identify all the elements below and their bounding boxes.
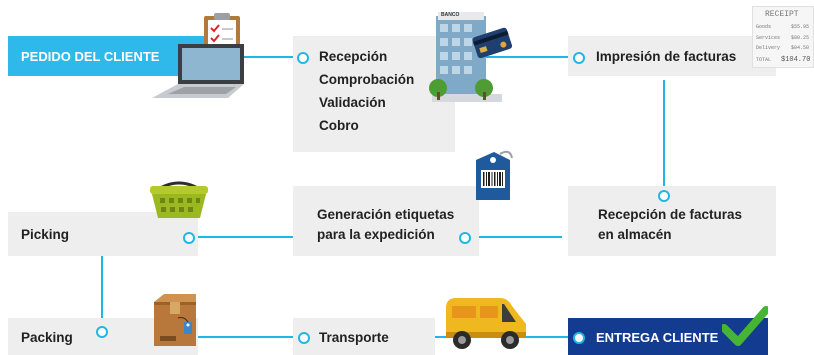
picking-box: Picking bbox=[8, 212, 198, 256]
receipt-total-value: $104.70 bbox=[781, 56, 811, 64]
delivery-van-icon bbox=[446, 298, 526, 349]
bank-building-icon bbox=[429, 12, 502, 102]
receipt-row-3-label: Delivery bbox=[756, 45, 781, 51]
recepcion-line-2: Comprobación bbox=[319, 72, 415, 87]
checkmark-icon bbox=[722, 306, 768, 346]
receipt-row-2-label: Services bbox=[756, 35, 781, 41]
picking-node bbox=[183, 232, 195, 244]
laptop-icon bbox=[152, 44, 244, 98]
recepcion-facturas-line-2: en almacén bbox=[598, 227, 672, 242]
entrega-cliente-box: ENTREGA CLIENTE bbox=[568, 318, 768, 355]
connector-picking-packing bbox=[101, 256, 103, 330]
etiquetas-line-1: Generación etiquetas bbox=[317, 207, 455, 222]
connector-impresion-facturas bbox=[663, 80, 665, 192]
receipt-total-label: TOTAL bbox=[756, 57, 772, 63]
packing-node bbox=[96, 326, 108, 338]
connector-facturas-etiquetas bbox=[472, 236, 562, 238]
recepcion-facturas-node bbox=[658, 190, 670, 202]
packing-label: Packing bbox=[21, 330, 73, 345]
connector-etiquetas-picking bbox=[196, 236, 294, 238]
shopping-basket-icon bbox=[150, 181, 208, 218]
etiquetas-line-2: para la expedición bbox=[317, 227, 435, 242]
bank-sign: BANCO bbox=[441, 12, 460, 18]
recepcion-line-4: Cobro bbox=[319, 118, 359, 133]
entrega-node bbox=[573, 332, 585, 344]
recepcion-line-3: Validación bbox=[319, 95, 386, 110]
connector-recepcion-impresion bbox=[440, 56, 573, 58]
impresion-facturas-box: Impresión de facturas bbox=[568, 36, 776, 76]
connector-pedido-recepcion bbox=[205, 56, 297, 58]
barcode-tag-icon bbox=[476, 150, 513, 200]
transporte-node bbox=[298, 332, 310, 344]
recepcion-facturas-box: Recepción de facturas en almacén bbox=[568, 186, 776, 256]
cardboard-box-icon bbox=[154, 294, 196, 346]
receipt-icon: RECEIPT Goods $55.95 Services $80.25 Del… bbox=[752, 6, 814, 68]
entrega-cliente-label: ENTREGA CLIENTE bbox=[596, 330, 719, 345]
receipt-title: RECEIPT bbox=[765, 10, 799, 19]
transporte-label: Transporte bbox=[319, 330, 389, 345]
transporte-box: Transporte bbox=[293, 318, 435, 355]
recepcion-facturas-line-1: Recepción de facturas bbox=[598, 207, 743, 222]
recepcion-node bbox=[297, 52, 309, 64]
pedido-del-cliente-box: PEDIDO DEL CLIENTE bbox=[8, 36, 205, 76]
credit-card-icon bbox=[472, 27, 512, 58]
receipt-row-1-label: Goods bbox=[756, 24, 772, 30]
connector-packing-transporte bbox=[106, 336, 306, 338]
etiquetas-node bbox=[459, 232, 471, 244]
receipt-row-2-value: $80.25 bbox=[791, 35, 810, 41]
impresion-node bbox=[573, 52, 585, 64]
impresion-facturas-label: Impresión de facturas bbox=[596, 49, 737, 64]
pedido-del-cliente-label: PEDIDO DEL CLIENTE bbox=[21, 49, 160, 64]
recepcion-line-1: Recepción bbox=[319, 49, 388, 64]
etiquetas-box: Generación etiquetas para la expedición bbox=[293, 186, 479, 256]
receipt-row-3-value: $04.50 bbox=[791, 45, 810, 51]
receipt-row-1-value: $55.95 bbox=[791, 24, 810, 30]
picking-label: Picking bbox=[21, 227, 70, 242]
recepcion-box: Recepción Comprobación Validación Cobro bbox=[293, 36, 455, 152]
